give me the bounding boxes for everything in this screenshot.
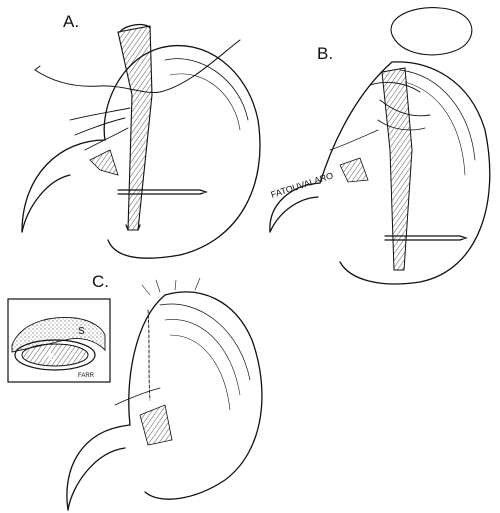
artist-signature-b: FATOUVALARO: [270, 170, 335, 200]
panel-b-label: B.: [317, 44, 334, 63]
esophagus-tube: [117, 25, 153, 231]
panel-b-drawing: FATOUVALARO: [269, 7, 491, 285]
panel-c-drawing: S E FARR: [7, 277, 263, 511]
clamp: [384, 235, 468, 241]
artist-signature-c: FARR: [78, 373, 95, 379]
stomach-outline: [269, 61, 491, 285]
clamp: [117, 189, 208, 195]
suture-thread: [34, 39, 241, 94]
stomach-outline: [66, 291, 263, 511]
panel-a-label: A.: [63, 12, 80, 31]
inset-label-s: S: [78, 326, 85, 337]
inset-label-e: E: [48, 352, 55, 363]
panel-a-drawing: [21, 23, 261, 259]
wrap-suture-line: [147, 309, 151, 401]
fundus-balloon: [390, 7, 473, 56]
inset-esophagus: [14, 339, 96, 371]
panel-c-label: C.: [92, 272, 109, 291]
esophagus-tube: [381, 67, 413, 271]
